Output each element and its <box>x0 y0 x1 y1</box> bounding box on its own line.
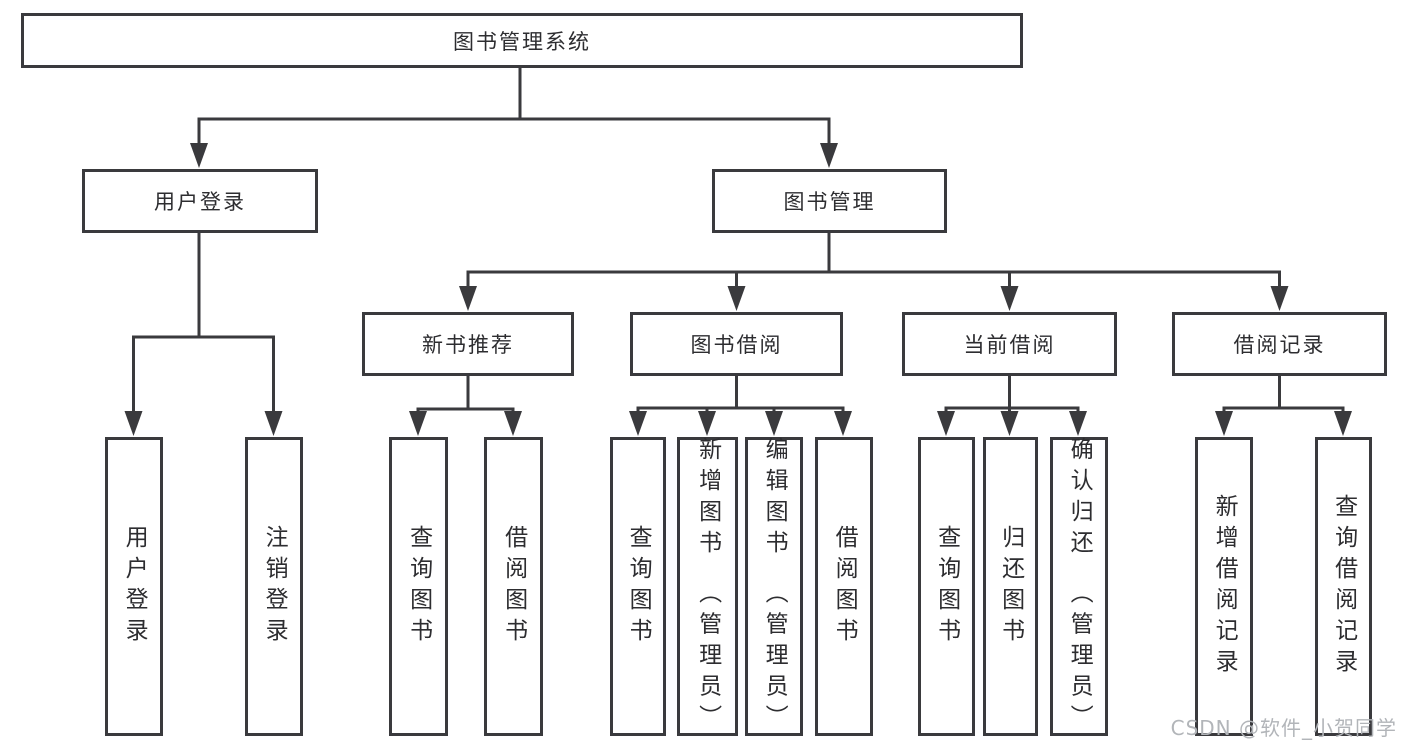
connector-borrow-record <box>1222 376 1345 413</box>
arrowhead <box>937 411 955 436</box>
connector-book-borrow <box>636 376 845 413</box>
leaf-user-login: 用户登录 <box>105 437 163 736</box>
node-label: 借阅图书 <box>831 524 858 649</box>
node-library-system: 图书管理系统 <box>21 13 1023 68</box>
arrowhead <box>1270 286 1289 311</box>
node-label: 图书管理 <box>783 190 876 214</box>
node-label: 借阅图书 <box>500 524 527 649</box>
leaf-query-books-2: 查询图书 <box>610 437 666 736</box>
leaf-return-books: 归还图书 <box>983 437 1038 736</box>
node-label: 注销登录 <box>261 524 288 649</box>
node-label: 用户登录 <box>154 190 246 214</box>
node-current-borrow: 当前借阅 <box>902 312 1117 376</box>
arrowhead <box>1000 286 1019 311</box>
arrowhead <box>1000 411 1019 436</box>
node-book-management: 图书管理 <box>712 169 947 233</box>
leaf-add-borrow-record: 新增借阅记录 <box>1195 437 1253 736</box>
node-label: 查询图书 <box>625 524 652 649</box>
leaf-confirm-return-admin: 确认归还 （管理员） <box>1050 437 1108 736</box>
connector-book-mgmt <box>466 233 1281 287</box>
leaf-query-borrow-record: 查询借阅记录 <box>1315 437 1372 736</box>
arrowhead <box>727 286 746 311</box>
node-label: 图书借阅 <box>690 333 783 357</box>
leaf-borrow-books-2: 借阅图书 <box>815 437 873 736</box>
node-label: 新增借阅记录 <box>1211 493 1238 680</box>
node-label: 编辑图书 （管理员） <box>761 437 788 736</box>
arrowhead <box>124 411 143 436</box>
arrowhead <box>820 143 838 168</box>
leaf-query-books-3: 查询图书 <box>918 437 975 736</box>
node-label: 用户登录 <box>121 524 148 649</box>
node-label: 归还图书 <box>997 524 1024 649</box>
leaf-add-books-admin: 新增图书 （管理员） <box>677 437 738 736</box>
leaf-edit-books-admin: 编辑图书 （管理员） <box>745 437 803 736</box>
leaf-logout: 注销登录 <box>245 437 303 736</box>
node-label: 借阅记录 <box>1233 333 1326 357</box>
leaf-borrow-books-1: 借阅图书 <box>484 437 543 736</box>
connector-user-login <box>132 233 275 412</box>
arrowhead <box>409 411 427 436</box>
arrowhead <box>698 411 716 436</box>
node-new-book-recommend: 新书推荐 <box>362 312 574 376</box>
connector-root <box>197 68 831 144</box>
node-label: 当前借阅 <box>963 333 1056 357</box>
arrowhead <box>1215 411 1233 436</box>
arrowhead <box>629 411 647 436</box>
connector-current-borrow <box>944 376 1080 413</box>
node-label: 新书推荐 <box>422 333 514 357</box>
node-label: 查询图书 <box>405 524 432 649</box>
leaf-query-books-1: 查询图书 <box>389 437 448 736</box>
arrowhead <box>504 411 522 436</box>
arrowhead <box>1334 411 1352 436</box>
node-user-login: 用户登录 <box>82 169 318 233</box>
node-label: 查询图书 <box>933 524 960 649</box>
node-label: 新增图书 （管理员） <box>694 437 721 736</box>
arrowhead <box>1069 411 1087 436</box>
arrowhead <box>765 411 783 436</box>
arrowhead <box>459 286 477 311</box>
arrowhead <box>264 411 283 436</box>
watermark: CSDN @软件_小贺同学 <box>1170 716 1397 740</box>
connector-new-book <box>416 376 515 413</box>
node-label: 确认归还 （管理员） <box>1066 437 1093 736</box>
node-book-borrow: 图书借阅 <box>630 312 843 376</box>
arrowhead <box>190 143 208 168</box>
node-label: 图书管理系统 <box>453 29 591 54</box>
arrowhead <box>834 411 852 436</box>
node-label: 查询借阅记录 <box>1330 493 1357 680</box>
node-borrow-record: 借阅记录 <box>1172 312 1387 376</box>
